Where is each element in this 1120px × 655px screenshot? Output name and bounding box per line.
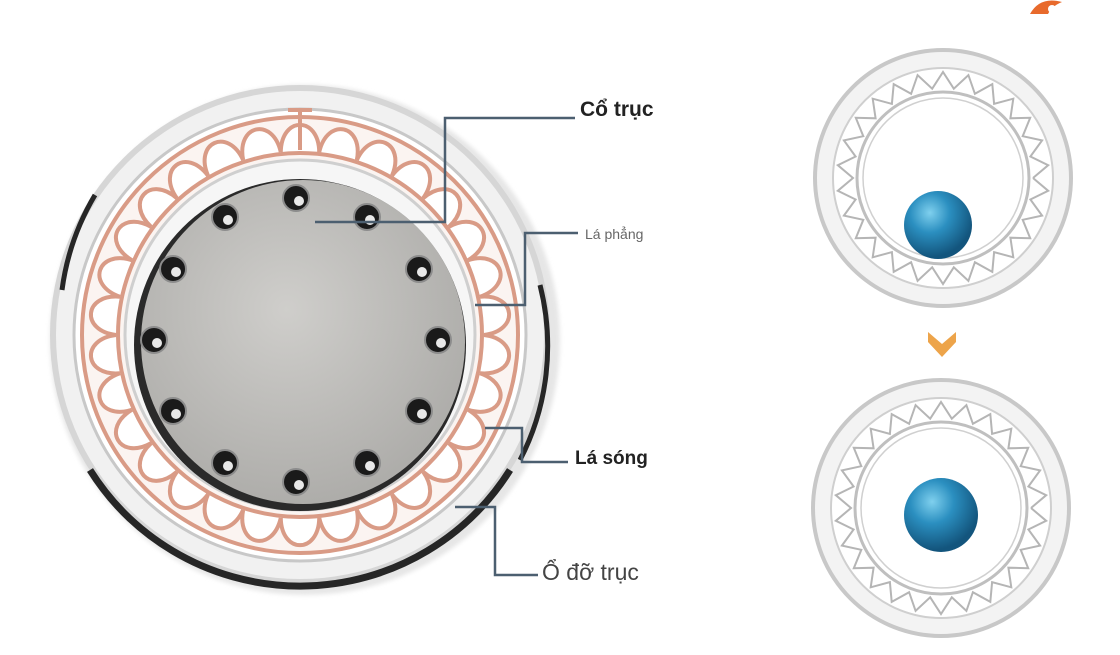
bump-arch: [355, 139, 398, 177]
small-bearing-bottom: [811, 378, 1071, 638]
bump-arch: [390, 470, 432, 510]
bump-foil-inner-line: [116, 151, 484, 519]
shaft-holes: [140, 184, 452, 496]
small-top-foil: [855, 90, 1031, 266]
label-bearing-housing: Ổ đỡ trục: [542, 559, 639, 585]
logo-icon: [1030, 0, 1062, 14]
bump-arch: [421, 441, 463, 483]
shaft-hole-highlight: [171, 267, 182, 277]
shaft-hole-highlight: [294, 196, 304, 206]
bump-arch: [447, 219, 487, 262]
bump-arch: [113, 408, 153, 451]
bump-arch: [317, 127, 360, 161]
shaft-hole-highlight: [171, 409, 182, 419]
leader-o-do-truc: [455, 505, 538, 577]
shaft-hole-highlight: [152, 338, 162, 348]
down-arrow-icon: [928, 332, 956, 357]
bump-arch: [240, 509, 283, 543]
shaft-hole-highlight: [416, 409, 427, 419]
label-top-foil: Lá phẳng: [585, 226, 644, 242]
housing-dark-rim-left: [59, 193, 98, 291]
main-bearing: [50, 85, 560, 595]
shaft-hole-highlight: [365, 215, 375, 226]
zigzag-foil: [833, 400, 1049, 616]
bump-arch: [467, 256, 503, 299]
leader-la-song: [485, 426, 568, 464]
foil-weld-point: [288, 108, 312, 150]
bump-arch: [479, 294, 512, 337]
small-bump-foil: [833, 400, 1049, 616]
bump-arch: [97, 256, 133, 299]
shaft-journal: [141, 180, 465, 504]
small-bearing-top: [813, 48, 1073, 308]
bump-arch: [137, 441, 179, 483]
bump-arch: [479, 333, 512, 376]
bump-arch: [390, 160, 432, 200]
bump-arch: [97, 371, 133, 414]
bump-foil: [88, 123, 512, 547]
leader-co-truc: [315, 116, 575, 224]
shaft-hole-highlight: [436, 338, 446, 348]
bump-arch: [88, 333, 121, 376]
leader-lines: [315, 116, 578, 577]
bump-arch: [317, 509, 360, 543]
bump-arch: [113, 219, 153, 262]
small-clearance: [860, 427, 1022, 589]
shaft-hole-highlight: [223, 215, 233, 226]
housing-dark-rim-bottom: [87, 468, 513, 590]
shaft-hole-highlight: [294, 480, 304, 490]
bump-arch: [467, 371, 503, 414]
bump-arch: [202, 493, 245, 531]
shaft-ball-floating: [904, 478, 978, 552]
housing-dark-rim-right: [517, 284, 551, 462]
bump-arch: [240, 127, 283, 161]
bump-arch: [168, 470, 210, 510]
shaft-hole-highlight: [223, 460, 233, 471]
bump-arch: [278, 517, 322, 547]
bump-arch: [168, 160, 210, 200]
label-bump-foil: Lá sóng: [575, 448, 648, 469]
label-shaft-journal: Cổ trục: [580, 98, 654, 121]
bump-arch: [447, 408, 487, 451]
bump-arch: [421, 187, 463, 229]
shaft-ball-resting: [904, 191, 972, 259]
bump-arch: [355, 493, 398, 531]
bump-arch: [137, 187, 179, 229]
bump-arch: [88, 294, 121, 337]
shaft-hole-highlight: [416, 267, 427, 277]
leader-la-phang: [475, 231, 578, 307]
zigzag-foil: [835, 70, 1051, 286]
bump-arch: [202, 139, 245, 177]
shaft-hole-highlight: [365, 460, 375, 471]
small-bump-foil: [835, 70, 1051, 286]
